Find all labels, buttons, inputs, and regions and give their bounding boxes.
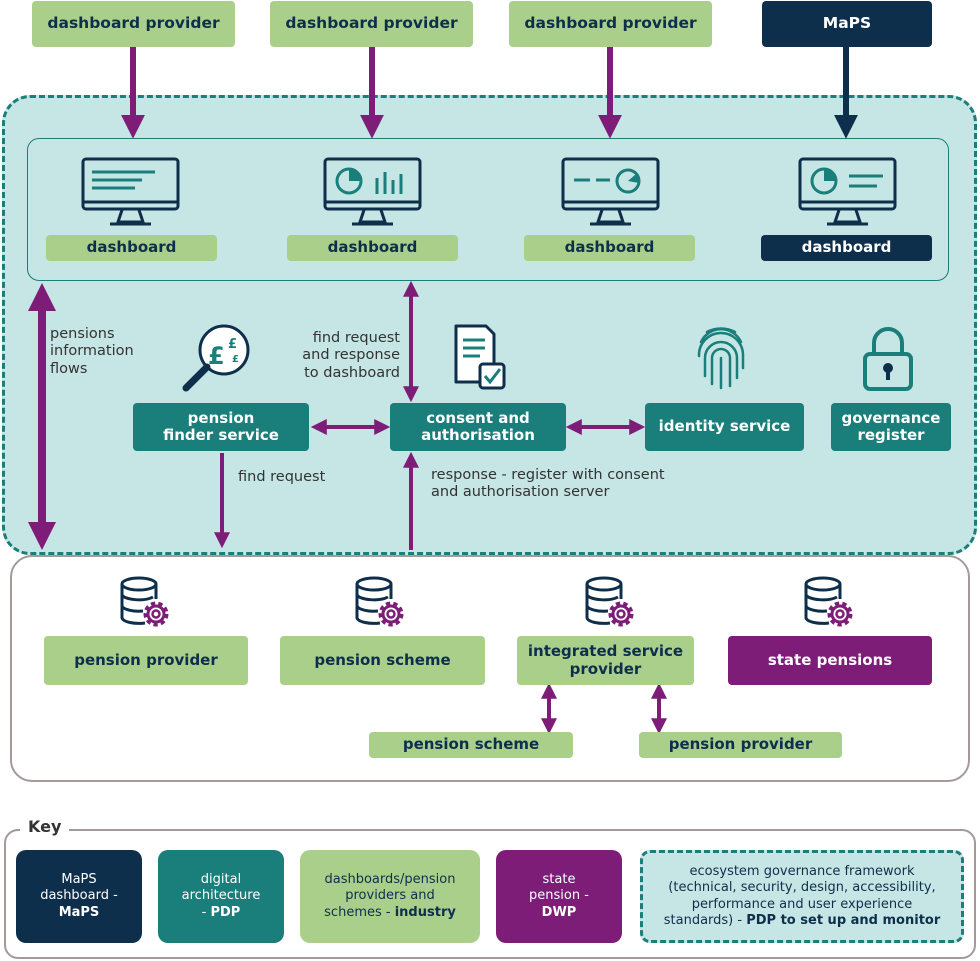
key-digital-architecture: digital architecture - PDP bbox=[158, 850, 284, 943]
response-register-label: response - register with consent and aut… bbox=[431, 467, 665, 501]
dashboard-label-2: dashboard bbox=[287, 235, 458, 261]
key-maps-dashboard: MaPS dashboard - MaPS bbox=[16, 850, 142, 943]
monitor-text-icon bbox=[81, 157, 180, 226]
padlock-icon bbox=[863, 327, 913, 391]
pension-provider-box: pension provider bbox=[44, 636, 248, 685]
svg-text:£: £ bbox=[228, 337, 237, 352]
sub-pension-scheme-box: pension scheme bbox=[369, 732, 573, 758]
dashboard-label-3: dashboard bbox=[524, 235, 695, 261]
consent-authorisation-box: consent and authorisation bbox=[390, 403, 566, 451]
dashboard-label-4: dashboard bbox=[761, 235, 932, 261]
key-panel bbox=[4, 829, 976, 959]
database-gear-icon bbox=[804, 576, 853, 627]
fingerprint-icon bbox=[697, 327, 745, 390]
dashboards-panel bbox=[27, 138, 949, 281]
maps-box: MaPS bbox=[762, 1, 932, 47]
dashboard-provider-box-2: dashboard provider bbox=[270, 1, 473, 47]
monitor-dial-icon bbox=[561, 157, 660, 226]
monitor-pie-icon bbox=[798, 157, 897, 226]
dashboard-provider-box-1: dashboard provider bbox=[32, 1, 235, 47]
dashboard-provider-box-3: dashboard provider bbox=[509, 1, 712, 47]
find-request-response-label: find request and response to dashboard bbox=[302, 330, 400, 381]
sub-pension-provider-box: pension provider bbox=[639, 732, 842, 758]
key-state-pension: state pension - DWP bbox=[496, 850, 622, 943]
svg-text:£: £ bbox=[208, 342, 225, 370]
integrated-service-provider-box: integrated service provider bbox=[517, 636, 694, 685]
magnifier-pound-icon: £ £ £ bbox=[182, 324, 250, 392]
dashboard-label-1: dashboard bbox=[46, 235, 217, 261]
svg-text:£: £ bbox=[232, 354, 239, 365]
monitor-chart-icon bbox=[323, 157, 422, 226]
key-industry: dashboards/pension providers and schemes… bbox=[300, 850, 480, 943]
governance-register-box: governance register bbox=[831, 403, 951, 451]
key-title: Key bbox=[20, 817, 70, 836]
document-check-icon bbox=[454, 324, 506, 390]
pensions-information-flows-label: pensions information flows bbox=[50, 326, 134, 377]
key-governance-framework: ecosystem governance framework (technica… bbox=[640, 850, 964, 943]
pension-scheme-box: pension scheme bbox=[280, 636, 485, 685]
database-gear-icon bbox=[120, 576, 169, 627]
find-request-label: find request bbox=[238, 469, 326, 485]
state-pensions-box: state pensions bbox=[728, 636, 932, 685]
database-gear-icon bbox=[585, 576, 634, 627]
pension-finder-service-box: pension finder service bbox=[133, 403, 309, 451]
database-gear-icon bbox=[355, 576, 404, 627]
identity-service-box: identity service bbox=[645, 403, 804, 451]
